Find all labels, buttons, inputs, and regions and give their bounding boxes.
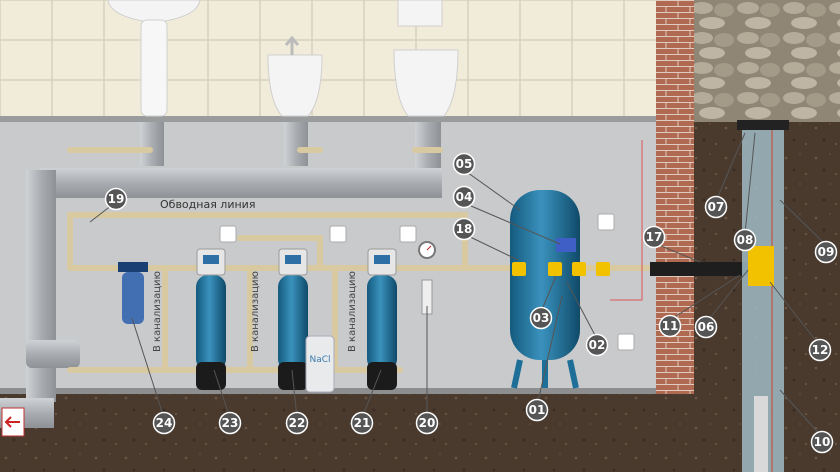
marker-03: 03 xyxy=(529,306,553,330)
svg-text:07: 07 xyxy=(708,200,725,214)
wall-outlets xyxy=(219,213,635,351)
marker-04: 04 xyxy=(452,185,476,209)
marker-19: 19 xyxy=(104,187,128,211)
marker-11: 11 xyxy=(658,314,682,338)
svg-text:05: 05 xyxy=(456,157,473,171)
sewer-label-2: В канализацию xyxy=(250,271,261,352)
marker-10: 10 xyxy=(810,430,834,454)
filter-column-3 xyxy=(367,248,397,390)
sewer-label-1: В канализацию xyxy=(152,271,163,352)
sink xyxy=(107,0,201,117)
svg-text:04: 04 xyxy=(456,190,473,204)
well xyxy=(737,120,789,472)
brine-tank xyxy=(305,335,335,393)
svg-text:09: 09 xyxy=(818,245,835,259)
svg-text:08: 08 xyxy=(737,233,754,247)
svg-text:06: 06 xyxy=(698,320,715,334)
marker-24: 24 xyxy=(152,411,176,435)
marker-18: 18 xyxy=(452,217,476,241)
marker-23: 23 xyxy=(218,411,242,435)
svg-text:18: 18 xyxy=(456,222,473,236)
svg-text:03: 03 xyxy=(533,311,550,325)
marker-01: 01 xyxy=(525,398,549,422)
marker-08: 08 xyxy=(733,228,757,252)
nacl-label: NaCl xyxy=(309,355,330,365)
mechanical-filter xyxy=(118,262,148,324)
svg-text:19: 19 xyxy=(108,192,125,206)
marker-12: 12 xyxy=(808,338,832,362)
cable xyxy=(610,140,643,301)
marker-02: 02 xyxy=(585,333,609,357)
bathroom-wall xyxy=(0,0,660,118)
wall-sleeve xyxy=(650,262,750,276)
marker-07: 07 xyxy=(704,195,728,219)
sewer-label-3: В канализацию xyxy=(347,271,358,352)
marker-20: 20 xyxy=(415,411,439,435)
pressure-tank xyxy=(510,190,580,389)
marker-05: 05 xyxy=(452,152,476,176)
filter-column-2 xyxy=(278,248,308,390)
ground-soil xyxy=(0,394,840,472)
svg-text:17: 17 xyxy=(646,230,663,244)
markers: 19 05 04 18 17 07 08 09 24 23 22 21 20 0… xyxy=(104,152,838,454)
marker-17: 17 xyxy=(642,225,666,249)
svg-text:24: 24 xyxy=(156,416,173,430)
svg-text:11: 11 xyxy=(662,319,679,333)
leader-lines xyxy=(89,132,827,438)
filter-column-1 xyxy=(196,248,226,390)
svg-text:10: 10 xyxy=(814,435,831,449)
toilet xyxy=(393,0,459,117)
svg-text:20: 20 xyxy=(419,416,436,430)
svg-text:21: 21 xyxy=(354,416,371,430)
svg-text:22: 22 xyxy=(289,416,306,430)
marker-21: 21 xyxy=(350,411,374,435)
svg-text:12: 12 xyxy=(812,343,829,357)
floor-slab xyxy=(0,116,660,122)
marker-06: 06 xyxy=(694,315,718,339)
marker-09: 09 xyxy=(814,240,838,264)
bidet xyxy=(267,35,323,117)
marker-22: 22 xyxy=(285,411,309,435)
bypass-line-label: Обводная линия xyxy=(160,198,255,211)
svg-text:02: 02 xyxy=(589,338,606,352)
svg-text:01: 01 xyxy=(529,403,546,417)
svg-text:23: 23 xyxy=(222,416,239,430)
